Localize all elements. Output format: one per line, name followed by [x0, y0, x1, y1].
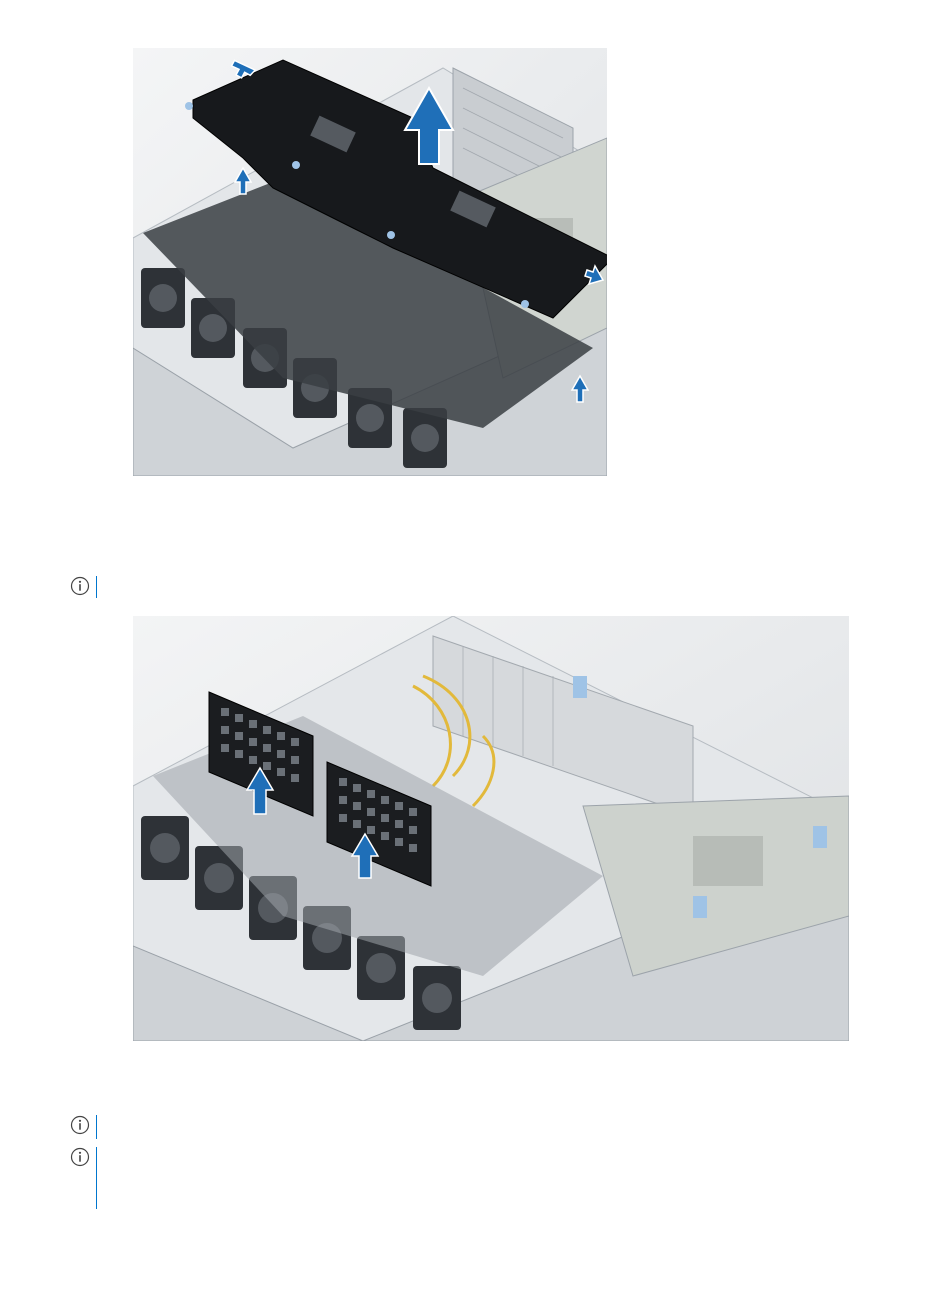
note-3-rule — [96, 1147, 97, 1209]
info-icon — [70, 1147, 90, 1167]
figure-2-illustration — [133, 616, 849, 1041]
info-icon — [70, 1115, 90, 1135]
note-1-rule — [96, 576, 97, 598]
figure-1-illustration — [133, 48, 607, 476]
figure-gpu-card-holder-removal — [133, 616, 849, 1041]
note-2-rule — [96, 1115, 97, 1139]
figure-air-shroud-removal — [133, 48, 607, 476]
info-icon — [70, 576, 90, 596]
